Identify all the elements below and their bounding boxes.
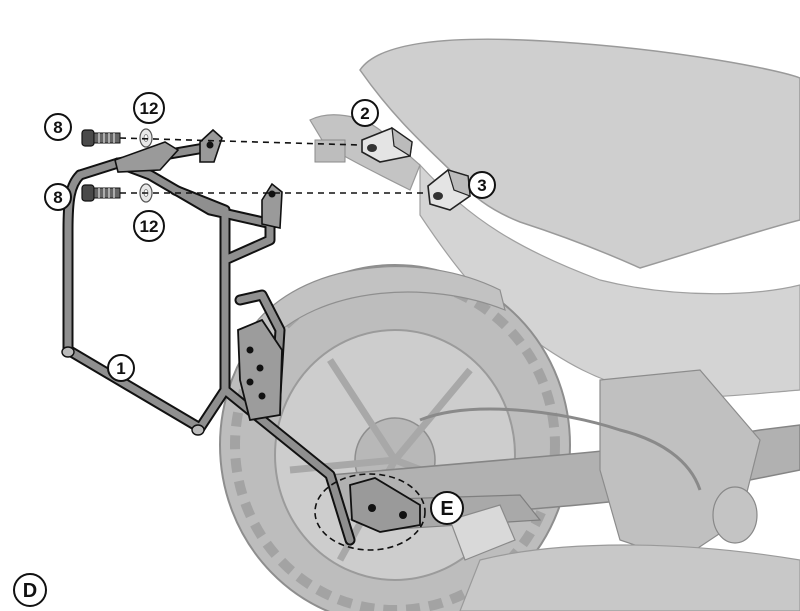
svg-text:8: 8 (53, 188, 62, 207)
rear-mudguard (249, 266, 506, 346)
rack-upper-tab (199, 128, 223, 163)
brake-cable (419, 407, 702, 491)
svg-text:1: 1 (116, 359, 125, 378)
brake-reservoir (712, 486, 758, 544)
svg-text:E: E (440, 498, 453, 520)
svg-text:8: 8 (53, 118, 62, 137)
bolt-upper (81, 129, 121, 147)
svg-text:3: 3 (477, 176, 486, 195)
detail-e-ellipse (314, 473, 426, 551)
callout-spacer-upper: 2 (351, 99, 379, 127)
exhaust (459, 544, 800, 611)
rack-mount-plate-e (349, 477, 421, 533)
panel-label-d: D (13, 573, 47, 607)
footpeg (449, 504, 516, 561)
rack-lower-tab (261, 182, 283, 229)
motorcycle-background (219, 38, 800, 611)
bolt-lower (81, 184, 121, 202)
spacer-lower (427, 169, 471, 211)
callout-rack: 1 (107, 354, 135, 382)
callout-bolt-upper: 8 (44, 113, 72, 141)
seat (359, 38, 800, 269)
rack-tube-ends (61, 346, 205, 436)
rack-side-plate (237, 318, 283, 422)
callout-bolt-lower: 8 (44, 183, 72, 211)
svg-text:12: 12 (140, 217, 159, 236)
callout-washer-lower: 12 (133, 210, 165, 242)
plate-bracket (314, 139, 346, 163)
svg-text:12: 12 (140, 99, 159, 118)
assembly-lines (119, 137, 428, 194)
svg-text:2: 2 (360, 104, 369, 123)
callout-spacer-lower: 3 (468, 171, 496, 199)
svg-text:D: D (23, 580, 37, 602)
spacer-upper (361, 126, 413, 163)
rack-seat-plate (114, 141, 180, 173)
callout-detail-e: E (430, 491, 464, 525)
callout-washer-upper: 12 (133, 92, 165, 124)
